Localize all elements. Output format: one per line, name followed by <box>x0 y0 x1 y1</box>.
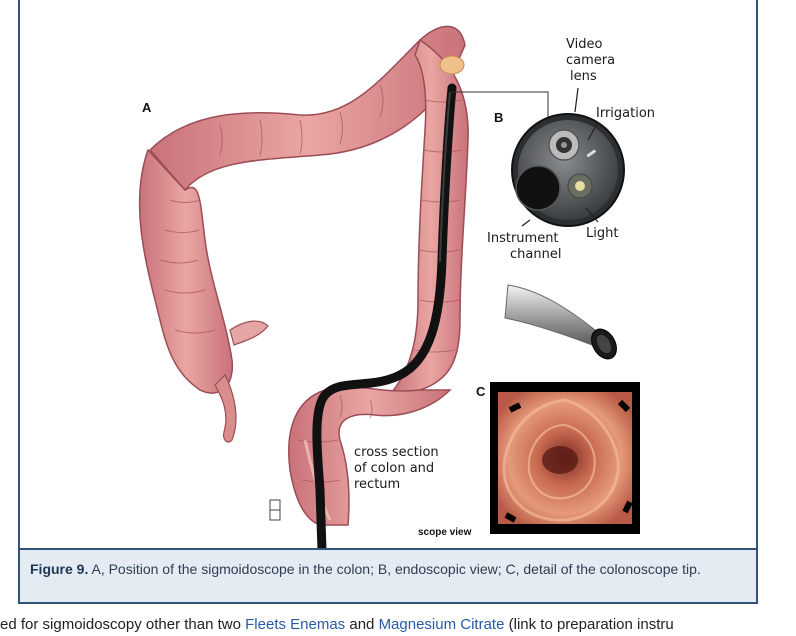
label-video-2: camera <box>566 53 615 68</box>
scope-tip-detail <box>512 114 624 226</box>
label-video-3: lens <box>570 69 597 84</box>
figure-illustration: A B C Video camera lens Irrigation Light… <box>20 0 760 550</box>
colon-diagram: A B C Video camera lens Irrigation Light… <box>20 0 760 550</box>
magnesium-citrate-link[interactable]: Magnesium Citrate <box>379 616 505 633</box>
caption-label: Figure 9. <box>30 561 88 577</box>
label-b: B <box>494 110 503 125</box>
caption-text: A, Position of the sigmoidoscope in the … <box>88 561 700 577</box>
label-c: C <box>476 384 486 399</box>
fleets-enemas-link[interactable]: Fleets Enemas <box>245 616 345 633</box>
figure-caption: Figure 9. A, Position of the sigmoidosco… <box>20 548 756 602</box>
label-irrigation: Irrigation <box>596 106 655 121</box>
figure-frame: A B C Video camera lens Irrigation Light… <box>18 0 758 604</box>
label-cross-2: of colon and <box>354 461 434 476</box>
label-cross-1: cross section <box>354 445 439 460</box>
scope-tube-illustration <box>505 285 622 363</box>
label-video-1: Video <box>566 37 602 52</box>
label-cross-3: rectum <box>354 477 400 492</box>
body-text-end: (link to preparation instru <box>504 616 673 633</box>
body-text-middle: and <box>345 616 378 633</box>
label-instrument-2: channel <box>510 247 561 262</box>
artist-mark-icon <box>270 500 280 520</box>
body-text-start: ed for sigmoidoscopy other than two <box>0 616 245 633</box>
body-text-line: ed for sigmoidoscopy other than two Flee… <box>0 616 796 636</box>
scope-view-panel <box>490 382 640 534</box>
label-instrument-1: Instrument <box>487 231 559 246</box>
label-light: Light <box>586 226 618 241</box>
label-scope-view: scope view <box>418 527 472 538</box>
label-a: A <box>142 100 152 115</box>
